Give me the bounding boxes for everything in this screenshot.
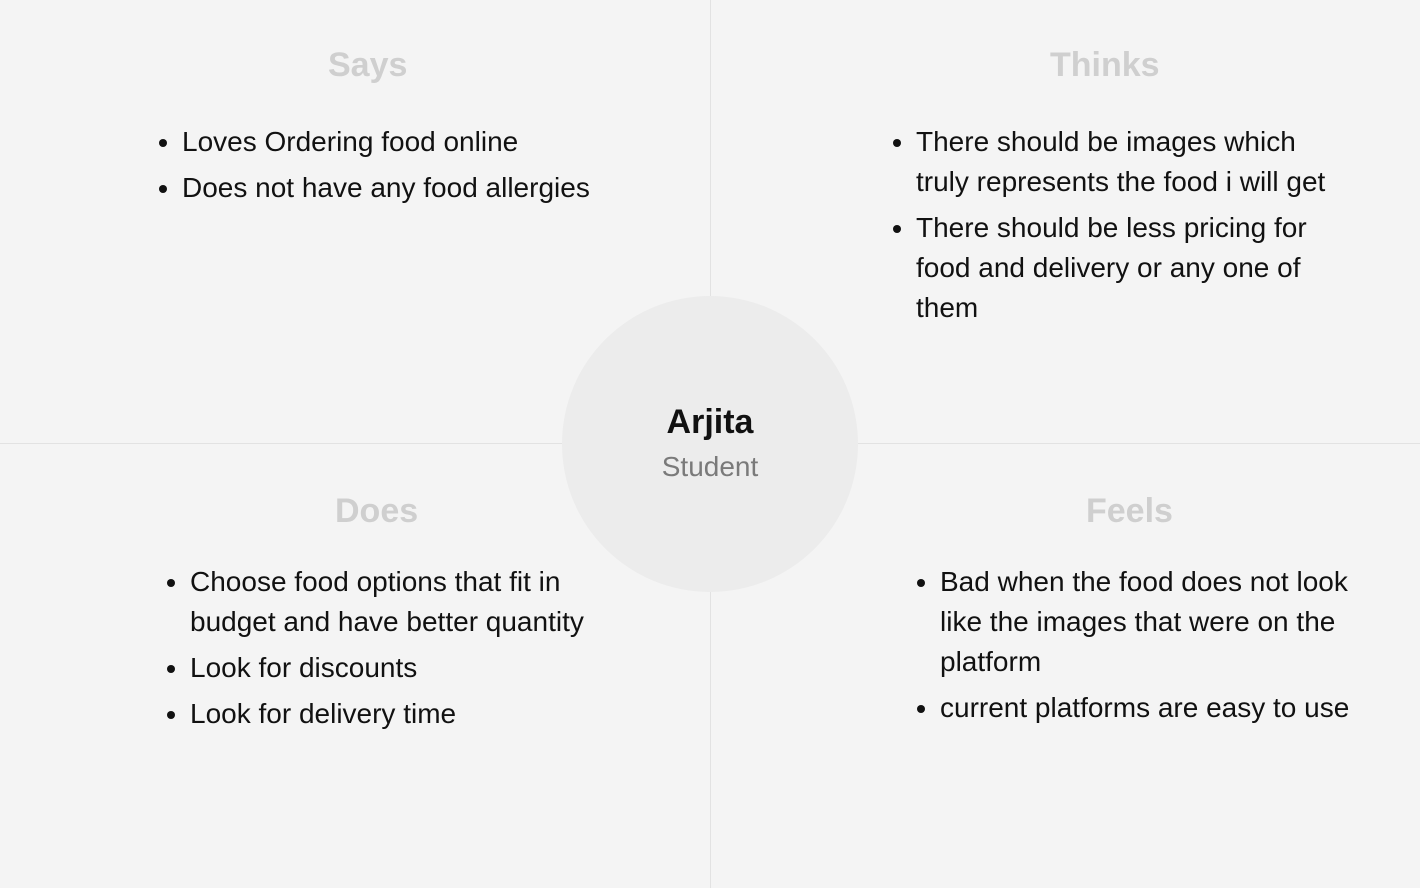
- feels-title: Feels: [1086, 492, 1173, 530]
- does-item: Look for discounts: [190, 648, 630, 688]
- thinks-item: There should be less pricing for food an…: [916, 208, 1356, 328]
- feels-item: Bad when the food does not look like the…: [940, 562, 1370, 682]
- says-item: Loves Ordering food online: [182, 122, 702, 162]
- feels-list: Bad when the food does not look like the…: [914, 562, 1370, 734]
- says-item: Does not have any food allergies: [182, 168, 702, 208]
- does-title: Does: [335, 492, 419, 530]
- persona-role: Student: [661, 451, 759, 482]
- persona-circle: [562, 296, 858, 592]
- thinks-list: There should be images which truly repre…: [890, 122, 1356, 334]
- does-item: Choose food options that fit in budget a…: [190, 562, 630, 642]
- thinks-title: Thinks: [1050, 46, 1160, 84]
- does-item: Look for delivery time: [190, 694, 630, 734]
- says-list: Loves Ordering food online Does not have…: [156, 122, 702, 214]
- persona-name: Arjita: [666, 403, 754, 441]
- does-list: Choose food options that fit in budget a…: [164, 562, 630, 740]
- thinks-item: There should be images which truly repre…: [916, 122, 1356, 202]
- feels-item: current platforms are easy to use: [940, 688, 1370, 728]
- says-title: Says: [328, 46, 408, 84]
